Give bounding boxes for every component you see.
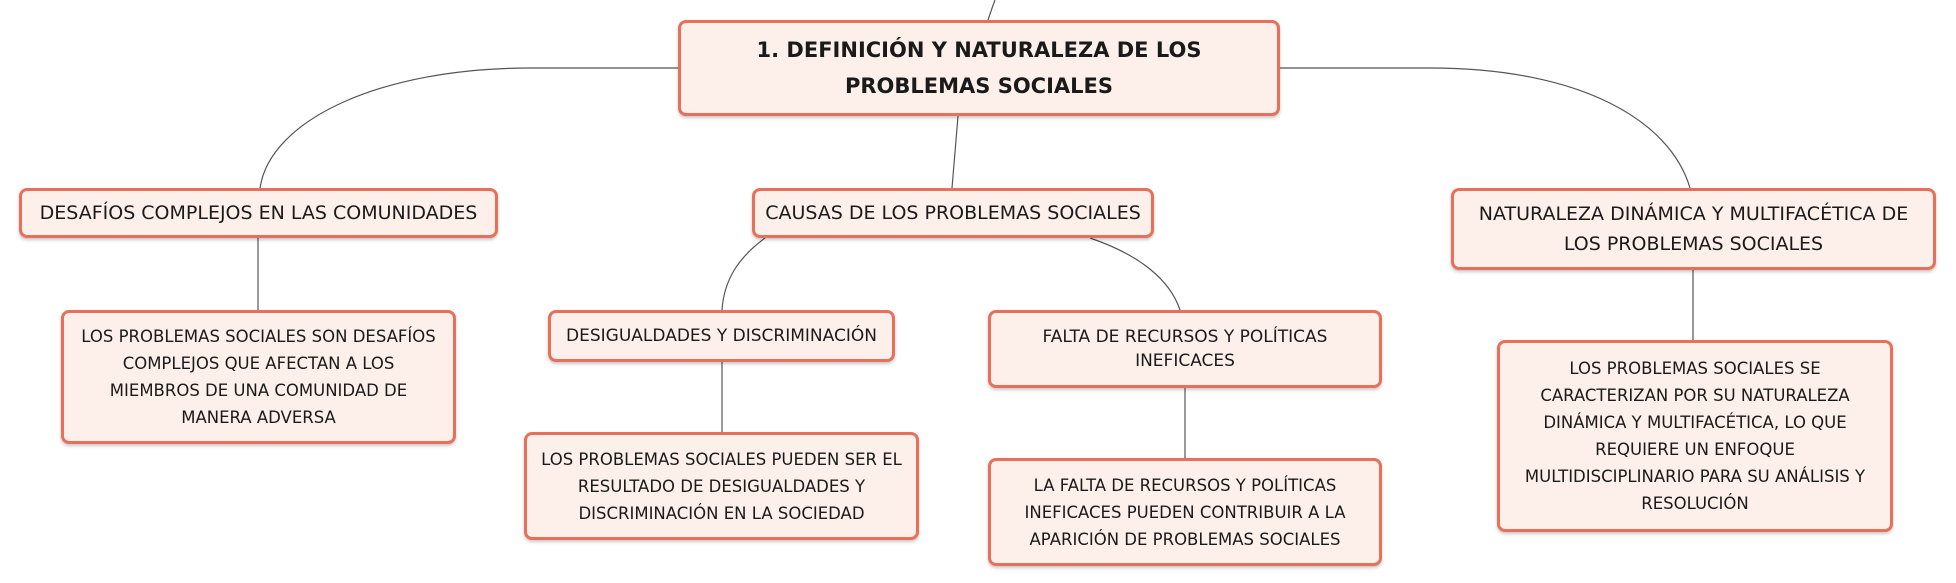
subtopic-falta-recursos[interactable]: FALTA DE RECURSOS Y POLÍTICAS INEFICACES bbox=[988, 310, 1382, 388]
detail-falta-recursos[interactable]: LA FALTA DE RECURSOS Y POLÍTICAS INEFICA… bbox=[988, 458, 1382, 566]
topic-desafios[interactable]: DESAFÍOS COMPLEJOS EN LAS COMUNIDADES bbox=[19, 188, 498, 238]
detail-desafios[interactable]: LOS PROBLEMAS SOCIALES SON DESAFÍOS COMP… bbox=[61, 310, 456, 444]
root-topic[interactable]: 1. DEFINICIÓN Y NATURALEZA DE LOS PROBLE… bbox=[678, 20, 1280, 116]
topic-desafios-label: DESAFÍOS COMPLEJOS EN LAS COMUNIDADES bbox=[39, 202, 478, 224]
subtopic-desigualdades-label: DESIGUALDADES Y DISCRIMINACIÓN bbox=[566, 326, 877, 346]
subtopic-falta-recursos-label: FALTA DE RECURSOS Y POLÍTICAS INEFICACES bbox=[1042, 327, 1328, 371]
topic-causas-label: CAUSAS DE LOS PROBLEMAS SOCIALES bbox=[765, 202, 1141, 224]
detail-naturaleza-text: LOS PROBLEMAS SOCIALES SE CARACTERIZAN P… bbox=[1524, 359, 1866, 513]
connector-root-to-naturaleza bbox=[1278, 67, 1691, 189]
topic-naturaleza-label: NATURALEZA DINÁMICA Y MULTIFACÉTICA DE L… bbox=[1478, 203, 1909, 255]
connector-root-to-desafios bbox=[259, 67, 680, 189]
connector-causas-to-falta bbox=[1089, 237, 1181, 311]
subtopic-desigualdades[interactable]: DESIGUALDADES Y DISCRIMINACIÓN bbox=[548, 310, 895, 362]
detail-naturaleza[interactable]: LOS PROBLEMAS SOCIALES SE CARACTERIZAN P… bbox=[1497, 340, 1893, 532]
detail-desafios-text: LOS PROBLEMAS SOCIALES SON DESAFÍOS COMP… bbox=[81, 327, 436, 427]
detail-desigualdades[interactable]: LOS PROBLEMAS SOCIALES PUEDEN SER EL RES… bbox=[524, 432, 919, 540]
detail-desigualdades-text: LOS PROBLEMAS SOCIALES PUEDEN SER EL RES… bbox=[541, 449, 902, 523]
topic-causas[interactable]: CAUSAS DE LOS PROBLEMAS SOCIALES bbox=[752, 188, 1154, 238]
topic-naturaleza[interactable]: NATURALEZA DINÁMICA Y MULTIFACÉTICA DE L… bbox=[1451, 188, 1936, 270]
connector-parent-to-root bbox=[987, 0, 996, 21]
connector-root-to-causas bbox=[951, 115, 959, 189]
root-topic-label: 1. DEFINICIÓN Y NATURALEZA DE LOS PROBLE… bbox=[756, 38, 1202, 98]
detail-falta-recursos-text: LA FALTA DE RECURSOS Y POLÍTICAS INEFICA… bbox=[1024, 475, 1346, 549]
connector-causas-to-desigualdades bbox=[721, 237, 766, 311]
